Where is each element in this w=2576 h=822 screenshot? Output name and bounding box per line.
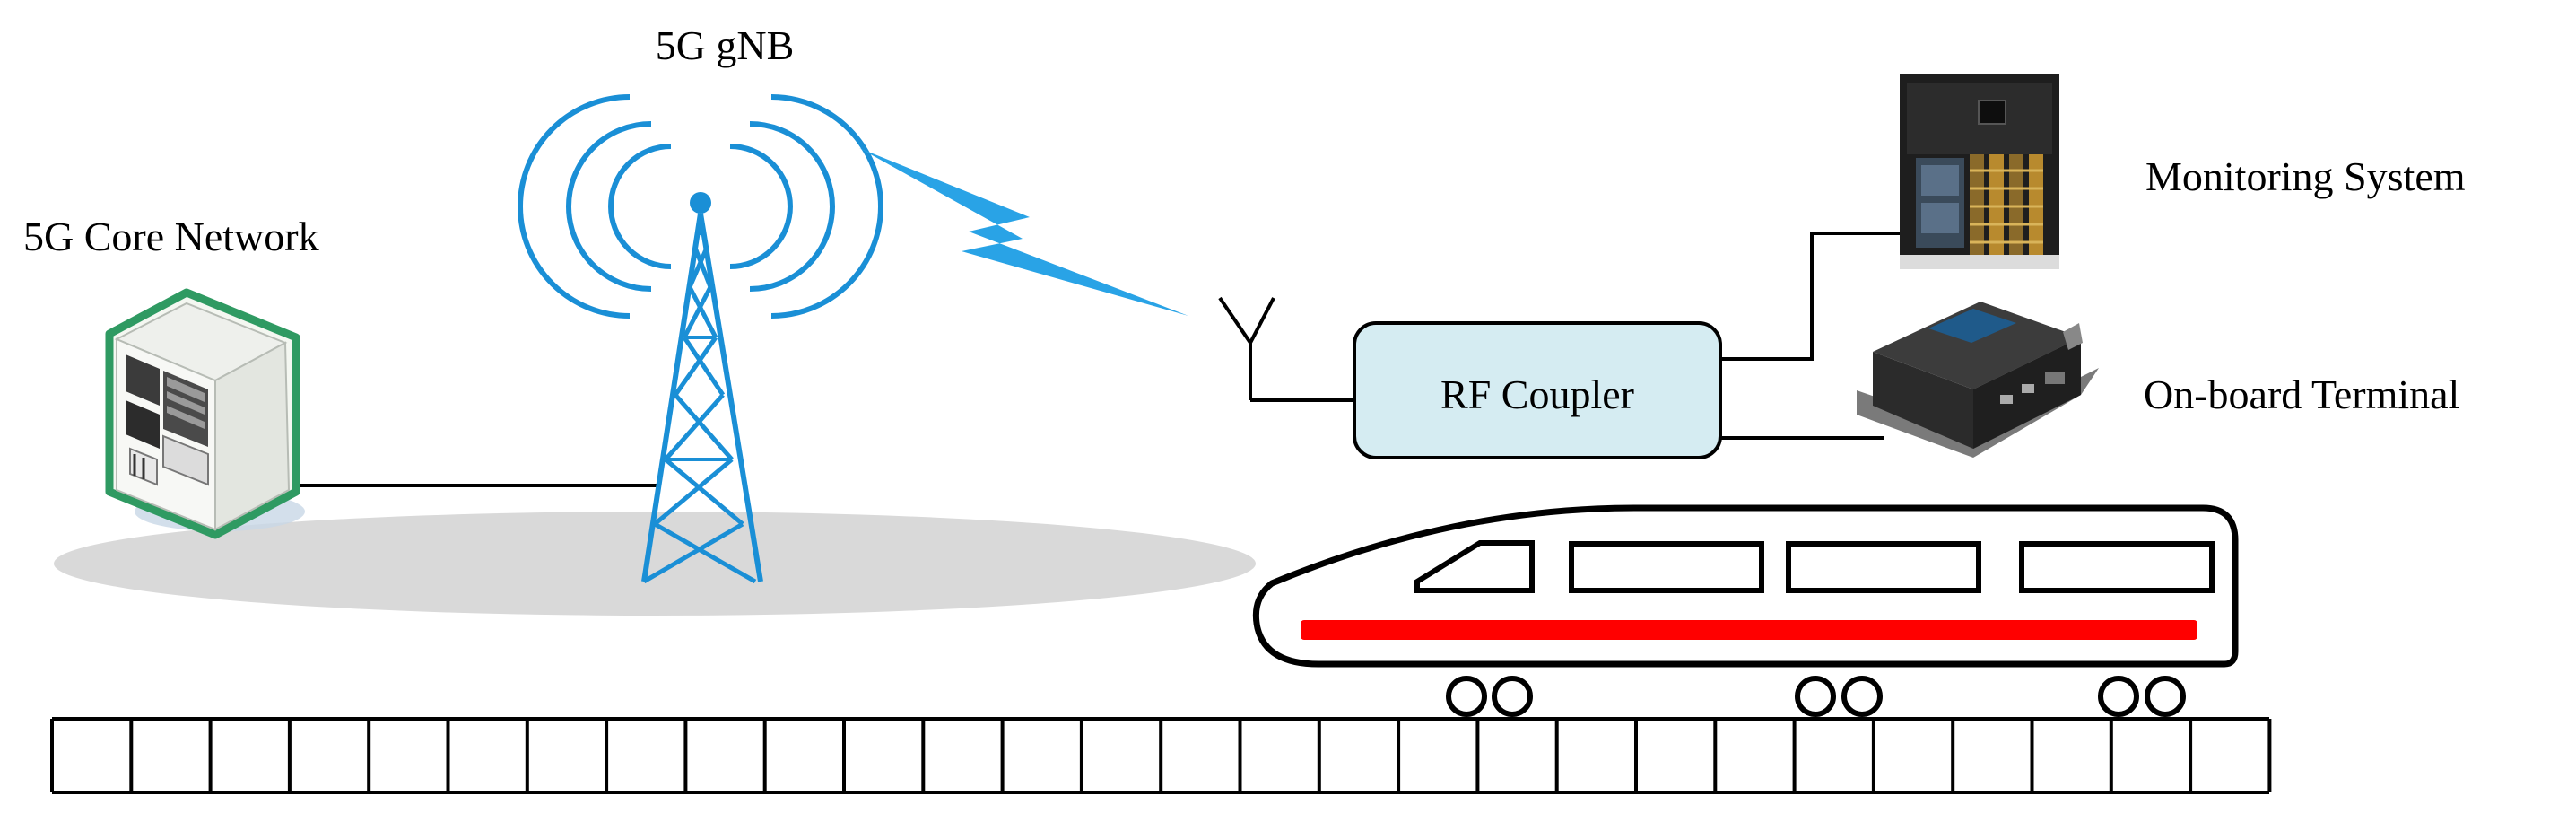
onboard-terminal-label: On-board Terminal <box>2144 372 2459 417</box>
antenna-icon <box>1218 296 1354 402</box>
server-cabinet-icon <box>105 288 305 539</box>
wireless-link-icon <box>859 148 1188 316</box>
monitoring-device-icon <box>1900 74 2059 269</box>
gnb-label: 5G gNB <box>656 22 795 68</box>
train-stripe <box>1301 620 2197 640</box>
coverage-ground-ellipse <box>54 512 1256 616</box>
train-wheels <box>1446 676 2186 717</box>
train-window <box>1786 541 1981 593</box>
coupler-connections <box>1720 232 1902 440</box>
onboard-terminal-icon <box>1857 302 2099 458</box>
railway-track <box>50 717 2272 794</box>
rf-coupler-box <box>1353 321 1722 459</box>
high-speed-train-icon <box>1252 504 2239 717</box>
monitoring-system-label: Monitoring System <box>2145 153 2466 199</box>
train-window <box>2019 541 2215 593</box>
cell-tower-icon <box>518 94 883 584</box>
rf-coupler-label: RF Coupler <box>1440 372 1634 417</box>
train-window <box>1569 541 1764 593</box>
train-front-window <box>1414 540 1535 593</box>
core-network-label: 5G Core Network <box>23 214 319 259</box>
